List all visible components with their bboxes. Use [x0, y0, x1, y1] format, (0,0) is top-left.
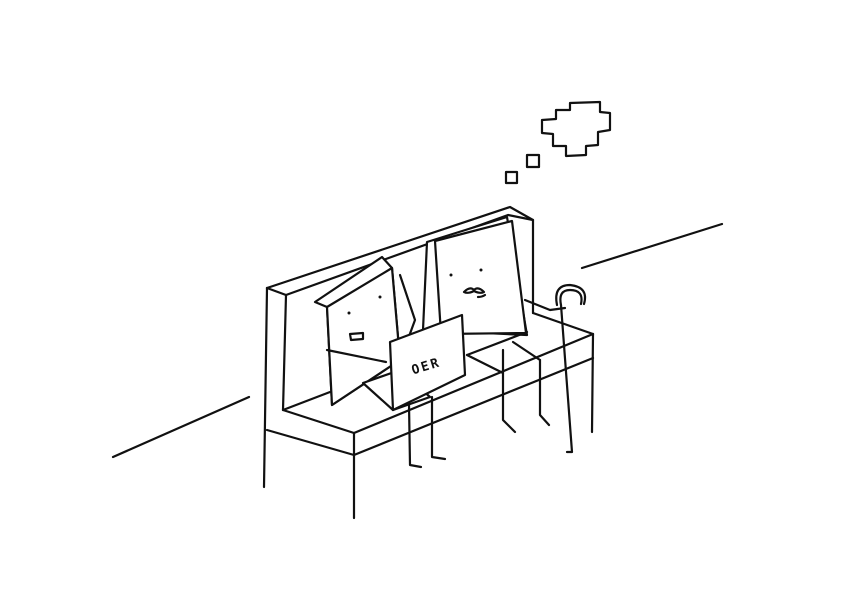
- floor-line-left: [111, 395, 251, 459]
- character-right-leg: [501, 348, 517, 434]
- character-left-leg: [407, 402, 423, 469]
- bench: [262, 205, 595, 520]
- bench-right-leg: [590, 332, 595, 434]
- thought-bubble: [504, 100, 612, 185]
- thought-dot-small: [504, 170, 519, 185]
- laptop-screen: [388, 313, 467, 412]
- thought-cloud: [540, 100, 612, 158]
- cushion-divider-2: [511, 340, 542, 362]
- floor-line-right: [580, 222, 724, 270]
- bench-back-inner-top: [265, 213, 535, 297]
- character-right-body: [433, 219, 528, 336]
- cane: [555, 283, 587, 454]
- character-right-eye: [449, 273, 453, 277]
- thought-dot-medium: [525, 153, 541, 169]
- bench-back-inner-left: [281, 293, 288, 412]
- character-right-eye: [479, 268, 483, 272]
- character-right: [421, 215, 567, 434]
- character-right-arm: [523, 298, 567, 312]
- cushion-divider-1: [465, 353, 505, 375]
- seat-rear-edge-left: [281, 390, 332, 412]
- character-left-arm: [325, 348, 388, 364]
- character-left: [313, 255, 417, 407]
- character-right-leg: [538, 358, 551, 427]
- moustache-icon: [462, 287, 486, 294]
- character-left-eye: [347, 311, 351, 315]
- character-left-leg: [430, 395, 447, 461]
- laptop: OER: [361, 313, 467, 469]
- cane-shaft: [559, 288, 583, 454]
- bench-left-outer: [262, 286, 269, 489]
- character-left-mouth: [348, 331, 365, 342]
- bench-back-top: [265, 205, 535, 315]
- seat-rear-edge-right: [465, 330, 529, 357]
- cane-hook: [555, 283, 587, 307]
- character-right-mouth: [476, 293, 487, 299]
- character-left-eye: [378, 295, 382, 299]
